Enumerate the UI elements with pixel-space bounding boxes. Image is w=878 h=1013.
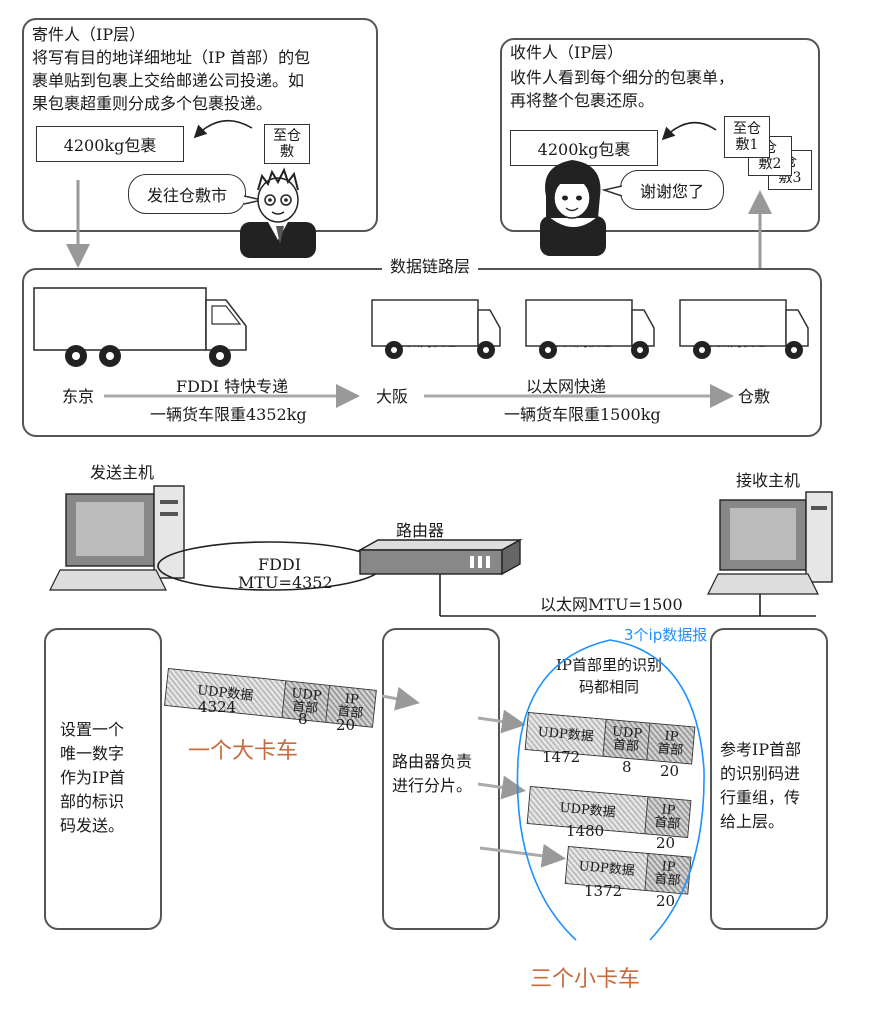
- receiver-speech-bubble: 谢谢您了: [620, 170, 724, 210]
- ethernet-label: 以太网MTU=1500: [540, 595, 683, 614]
- step-left-panel: [44, 628, 162, 930]
- recv-host-label: 接收主机: [736, 471, 801, 490]
- truck-1-label: 至仓 敷1: [726, 302, 762, 330]
- city-osaka: 大阪: [376, 387, 409, 406]
- annotation-three-datagrams: 3个ip数据报: [624, 626, 708, 644]
- sender-speech-bubble: 发往仓敷市: [128, 174, 246, 214]
- truck-2-cargo: 1400kg: [530, 304, 572, 330]
- step-middle-text: 路由器负责 进行分片。: [392, 750, 472, 798]
- step-left-line-1: 设置一个: [60, 720, 125, 739]
- frag1-size-data: 1472: [542, 748, 581, 766]
- datalink-title: 数据链路层: [382, 256, 479, 278]
- fddi-label-line-1: FDDI: [258, 555, 302, 574]
- same-id-line-2: 码都相同: [579, 678, 640, 696]
- truck-3-name: 以太网快递: [396, 335, 457, 349]
- step-right-text: 参考IP首部 的识别码进 行重组，传 给上层。: [720, 738, 801, 834]
- city-kurashiki: 仓敷: [738, 387, 771, 406]
- receiver-desc-line-1: 收件人看到每个细分的包裹单，: [510, 68, 735, 87]
- send-host-computer-icon: [49, 485, 185, 591]
- sender-address-label: 至仓 敷: [264, 124, 310, 164]
- frag1-size-ip: 20: [660, 762, 680, 780]
- sender-desc-line-1: 将写有目的地详细地址（IP 首部）的包: [32, 48, 311, 67]
- sender-label-line-1: 至仓: [273, 128, 301, 144]
- fddi-label-line-2: MTU=4352: [238, 573, 333, 592]
- route2-name: 以太网快递: [526, 377, 607, 396]
- step-left-line-2: 唯一数字: [60, 744, 125, 763]
- step-middle-panel: [382, 628, 500, 930]
- route2-limit: 一辆货车限重1500kg: [504, 405, 661, 424]
- city-tokyo: 东京: [62, 387, 95, 406]
- step-middle-line-2: 进行分片。: [392, 776, 473, 795]
- recv-host-computer-icon: [707, 491, 833, 595]
- step-right-line-2: 的识别码进: [720, 764, 801, 783]
- receiver-label-1: 至仓 敷1: [724, 116, 770, 158]
- route1-name: FDDI 特快专递: [176, 377, 289, 396]
- step-right-line-3: 行重组，传: [720, 788, 801, 807]
- big-truck-name: FDDI 特快专递: [80, 335, 172, 350]
- step-right-panel: [710, 628, 828, 930]
- truck-1-name: 以太网快递: [706, 335, 767, 349]
- packet-frag-2: UDP数据 IP 首部: [526, 786, 692, 838]
- truck-2-name: 以太网快递: [552, 335, 613, 349]
- big-truck-cargo: 4200kg包裹: [40, 296, 160, 328]
- sender-title: 寄件人（IP层）: [32, 25, 146, 44]
- sender-package: 4200kg包裹: [36, 126, 184, 162]
- step-right-line-4: 给上层。: [720, 812, 785, 831]
- sender-desc-line-2: 裹单贴到包裹上交给邮递公司投递。如: [32, 71, 305, 90]
- truck-3-label: 至仓 敷3: [418, 302, 454, 330]
- router-icon: [357, 538, 523, 576]
- frag2-size-ip: 20: [656, 834, 676, 852]
- router-label: 路由器: [396, 521, 445, 540]
- truck-3-cargo: 1400kg: [376, 304, 418, 330]
- annotation-big-truck: 一个大卡车: [188, 739, 299, 764]
- step-middle-line-1: 路由器负责: [392, 752, 473, 771]
- same-id-line-1: IP首部里的识别: [556, 656, 663, 674]
- frag1-size-udp: 8: [622, 758, 632, 776]
- sender-desc-line-3: 果包裹超重则分成多个包裹投递。: [32, 94, 273, 113]
- packet-big-size-data: 4324: [198, 698, 237, 716]
- frag3-size-data: 1372: [584, 882, 623, 900]
- send-host-label: 发送主机: [90, 463, 155, 482]
- frag1-ip-header: IP 首部: [647, 723, 695, 764]
- route1-limit: 一辆货车限重4352kg: [150, 405, 307, 424]
- same-id-text: IP首部里的识别 码都相同: [556, 654, 662, 698]
- packet-big-size-udp: 8: [298, 710, 308, 728]
- big-truck-label: 至仓 敷: [160, 294, 200, 328]
- step-right-line-1: 参考IP首部: [720, 740, 802, 759]
- packet-big-size-ip: 20: [336, 716, 356, 734]
- truck-1-cargo: 1400kg: [684, 304, 726, 330]
- annotation-three-trucks: 三个小卡车: [530, 967, 641, 992]
- frag3-ip-header: IP 首部: [645, 854, 691, 894]
- receiver-package: 4200kg包裹: [510, 130, 658, 166]
- truck-2-label: 至仓 敷2: [572, 302, 608, 330]
- frag2-ip-header: IP 首部: [645, 797, 691, 837]
- step-left-line-4: 部的标识: [60, 792, 125, 811]
- receiver-title: 收件人（IP层）: [510, 43, 624, 62]
- step-left-text: 设置一个 唯一数字 作为IP首 部的标识 码发送。: [60, 718, 125, 838]
- step-left-line-3: 作为IP首: [60, 768, 126, 787]
- receiver-desc-line-2: 再将整个包裹还原。: [510, 91, 655, 110]
- frag1-udp-header: UDP 首部: [603, 719, 651, 760]
- step-left-line-5: 码发送。: [60, 816, 125, 835]
- frag3-size-ip: 20: [656, 892, 676, 910]
- sender-label-line-2: 敷: [280, 144, 294, 160]
- frag2-size-data: 1480: [566, 822, 605, 840]
